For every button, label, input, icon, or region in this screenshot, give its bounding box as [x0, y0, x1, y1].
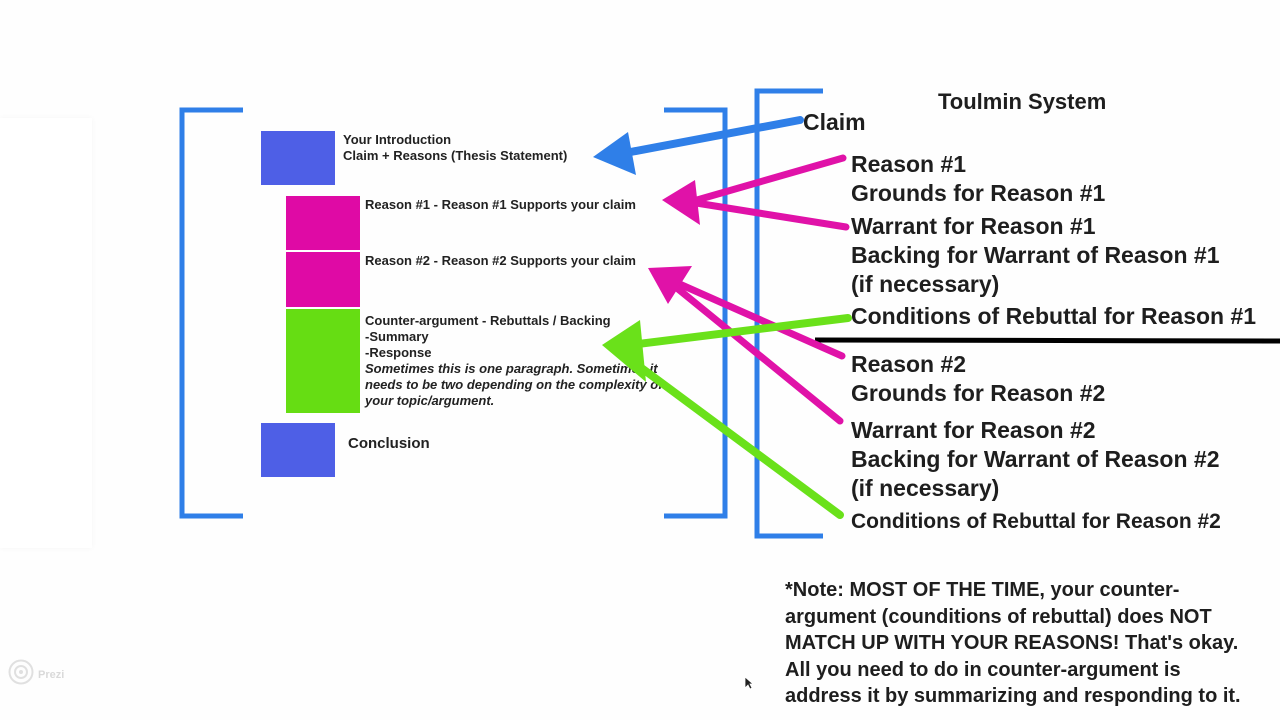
counter-label-line: -Response — [365, 345, 432, 360]
prezi-label: Prezi — [38, 668, 65, 681]
counter-label-line: -Summary — [365, 329, 429, 344]
arrow-rebuttal2 — [624, 354, 844, 519]
reason1-box — [286, 196, 360, 250]
prezi-watermark: Prezi — [8, 659, 64, 690]
arrow-reason1 — [686, 154, 847, 206]
counter-note-line: Sometimes this is one paragraph. Sometim… — [365, 361, 658, 376]
counter-label: Counter-argument - Rebuttals / Backing -… — [365, 313, 663, 409]
arrow-reason1-head — [662, 180, 700, 225]
toulmin-item: Reason #1 — [851, 151, 967, 177]
toulmin-item: Backing for Warrant of Reason #2 — [851, 446, 1220, 472]
toulmin-item: Reason #2 — [851, 351, 967, 377]
left-panel-ghost — [0, 118, 92, 548]
toulmin-group2: Reason #2 Grounds for Reason #2 Warrant … — [851, 350, 1221, 536]
counter-note-line: your topic/argument. — [365, 393, 495, 408]
arrow-warrant1 — [686, 198, 850, 231]
intro-box — [261, 131, 335, 185]
cursor-icon — [744, 676, 755, 695]
note-line: MATCH UP WITH YOUR REASONS! That's okay. — [785, 632, 1239, 654]
reason2-label: Reason #2 - Reason #2 Supports your clai… — [365, 253, 636, 268]
diagram-title: Toulmin System — [938, 89, 1107, 114]
note-line: All you need to do in counter-argument i… — [785, 658, 1181, 681]
toulmin-item: Warrant for Reason #2 — [851, 417, 1096, 443]
toulmin-item: Backing for Warrant of Reason #1 — [851, 242, 1220, 268]
toulmin-item: Grounds for Reason #1 — [851, 180, 1106, 206]
counter-box — [286, 309, 360, 413]
arrow-counter-head — [602, 320, 646, 382]
intro-label: Your Introduction Claim + Reasons (Thesi… — [343, 132, 567, 164]
essay-bracket-right — [664, 107, 728, 519]
toulmin-item: Conditions of Rebuttal for Reason #1 — [851, 303, 1257, 329]
counter-note-line: needs to be two depending on the complex… — [365, 377, 663, 392]
arrow-claim — [616, 116, 804, 158]
note-line: address it by summarizing and responding… — [785, 685, 1241, 707]
counter-label-line: Counter-argument - Rebuttals / Backing — [365, 313, 611, 328]
conclusion-box — [261, 423, 335, 477]
toulmin-item: Grounds for Reason #2 — [851, 380, 1106, 406]
group-divider — [814, 337, 1280, 344]
toulmin-item: Conditions of Rebuttal for Reason #2 — [851, 510, 1221, 533]
arrow-rebuttal1 — [626, 314, 852, 349]
essay-bracket-left — [179, 107, 243, 519]
intro-label-line: Claim + Reasons (Thesis Statement) — [343, 148, 568, 163]
reason1-label: Reason #1 - Reason #1 Supports your clai… — [365, 197, 636, 212]
toulmin-claim: Claim — [803, 109, 866, 135]
toulmin-group1: Reason #1 Grounds for Reason #1 Warrant … — [851, 150, 1256, 331]
toulmin-bracket — [754, 88, 823, 539]
toulmin-item: Warrant for Reason #1 — [851, 213, 1096, 239]
intro-label-line: Your Introduction — [343, 132, 452, 147]
toulmin-item: (if necessary) — [851, 475, 1000, 501]
arrow-claim-head — [593, 132, 636, 175]
reason2-box — [286, 252, 360, 307]
note: *Note: MOST OF THE TIME, your counter- a… — [785, 577, 1241, 710]
note-line: *Note: MOST OF THE TIME, your counter- — [785, 579, 1180, 601]
arrow-warrant2 — [668, 280, 844, 425]
conclusion-label: Conclusion — [348, 435, 430, 452]
prezi-logo-icon — [8, 659, 34, 690]
arrow-reason2 — [671, 278, 846, 360]
toulmin-item: (if necessary) — [851, 271, 1000, 297]
arrow-reason2-head — [648, 266, 692, 304]
note-line: argument (counditions of rebuttal) does … — [785, 605, 1212, 628]
